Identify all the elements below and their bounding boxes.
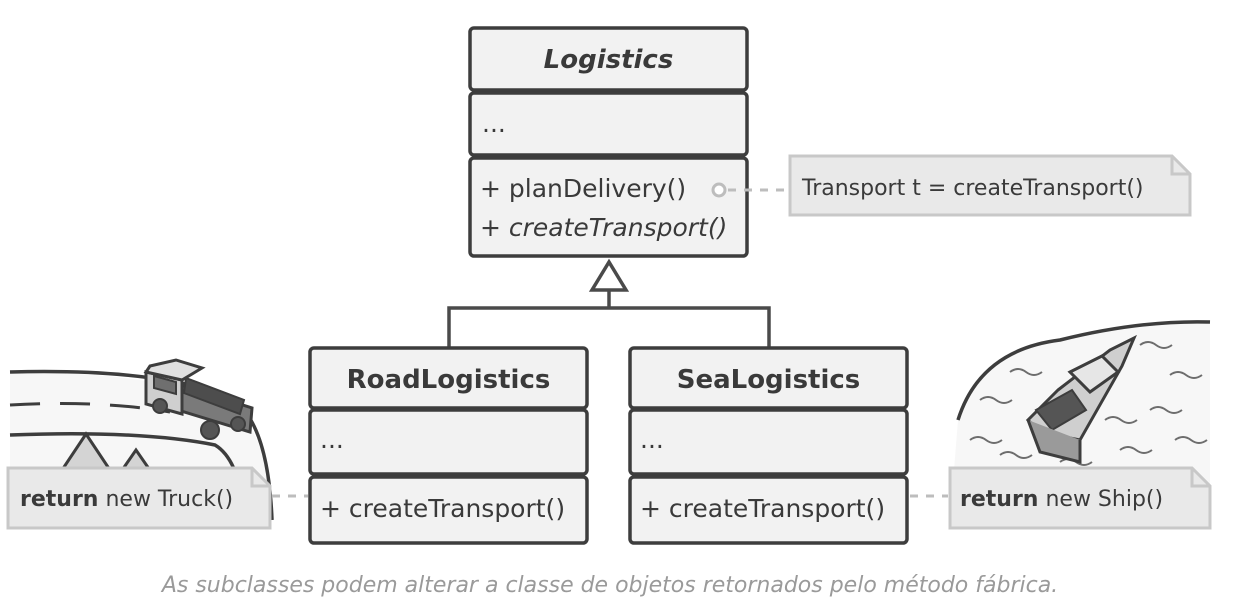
method-plan-delivery: + planDelivery() — [480, 174, 686, 203]
return-expression: new Truck() — [98, 487, 233, 512]
class-logistics: Logistics ... + planDelivery() + createT… — [468, 26, 749, 258]
note-text: return new Ship() — [960, 487, 1163, 512]
inheritance-connectors — [447, 258, 771, 348]
note-sea: return new Ship() — [910, 466, 1212, 530]
note-plan-delivery: Transport t = createTransport() — [711, 154, 1192, 217]
class-sea-logistics: SeaLogistics ... + createTransport() — [628, 346, 909, 545]
note-road: return new Truck() — [6, 466, 308, 530]
class-title: SeaLogistics — [677, 365, 861, 395]
return-keyword: return — [960, 487, 1038, 512]
note-text: Transport t = createTransport() — [801, 176, 1144, 201]
inheritance-arrow-icon — [588, 258, 630, 292]
class-title: RoadLogistics — [347, 365, 551, 395]
return-keyword: return — [20, 487, 98, 512]
figure-caption: As subclasses podem alterar a classe de … — [160, 573, 1058, 598]
class-road-logistics: RoadLogistics ... + createTransport() — [308, 346, 589, 545]
method-create-transport: + createTransport() — [480, 213, 727, 242]
method-create-transport: + createTransport() — [320, 494, 565, 523]
method-create-transport: + createTransport() — [640, 494, 885, 523]
class-fields: ... — [482, 109, 506, 138]
truck-icon — [143, 358, 254, 440]
class-fields: ... — [320, 425, 344, 454]
class-title: Logistics — [544, 45, 674, 75]
class-fields: ... — [640, 425, 664, 454]
note-text: return new Truck() — [20, 487, 233, 512]
return-expression: new Ship() — [1038, 487, 1163, 512]
ship-icon — [1025, 334, 1137, 464]
